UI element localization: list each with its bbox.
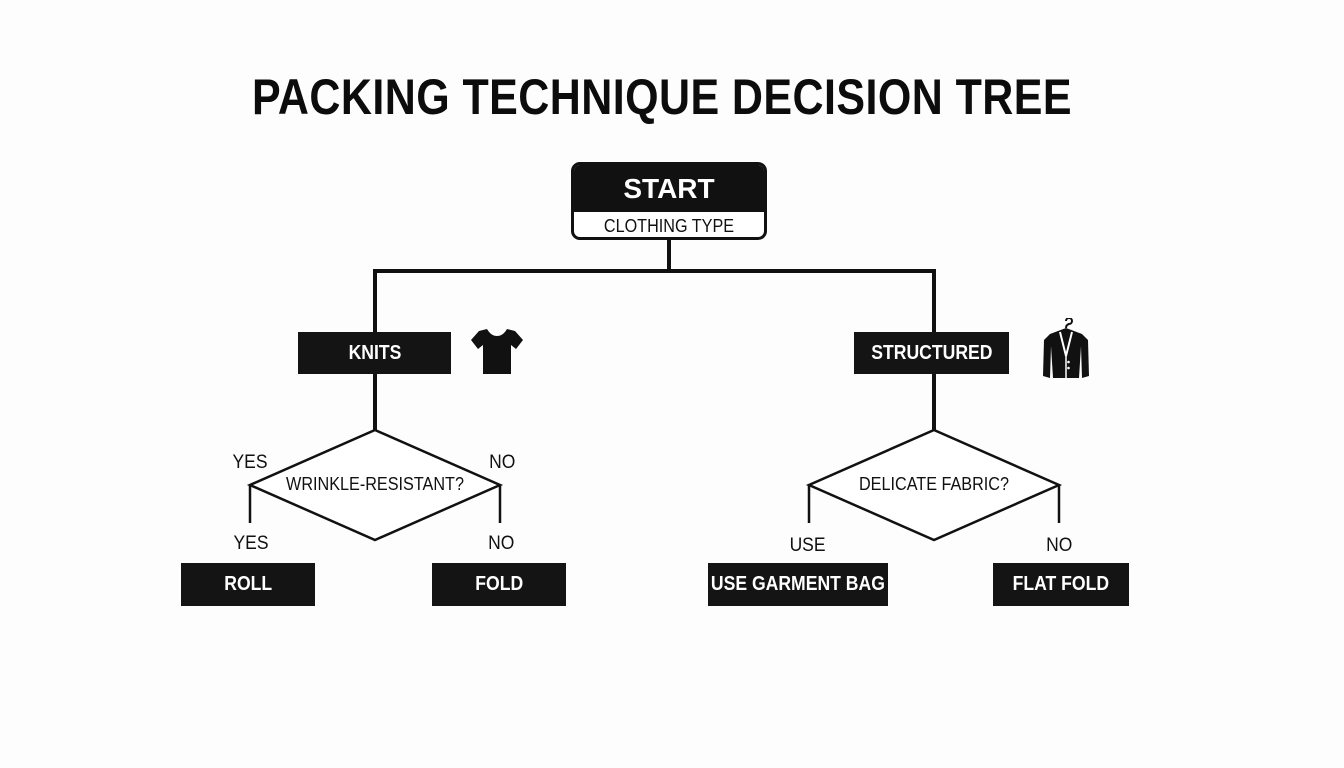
- structured-node: STRUCTURED: [854, 332, 1009, 374]
- start-sublabel: CLOTHING TYPE: [603, 215, 735, 236]
- roll-label: ROLL: [224, 573, 272, 595]
- fold-label: FOLD: [475, 573, 523, 595]
- left-yes-label-top: YES: [232, 452, 268, 473]
- flat-fold-outcome: FLAT FOLD: [993, 563, 1129, 606]
- right-question-diamond: [805, 428, 1063, 542]
- left-question-text: WRINKLE-RESISTANT?: [286, 474, 464, 494]
- knits-label: KNITS: [348, 341, 401, 364]
- fold-outcome: FOLD: [432, 563, 566, 606]
- blazer-on-hanger-icon: [1043, 318, 1089, 378]
- left-no-label: NO: [488, 533, 515, 554]
- flat-fold-label: FLAT FOLD: [1012, 573, 1110, 595]
- left-question-diamond: [246, 428, 504, 542]
- garment-bag-outcome: USE GARMENT BAG: [708, 563, 888, 606]
- structured-label: STRUCTURED: [870, 341, 993, 364]
- left-yes-label: YES: [233, 533, 269, 554]
- start-label: START: [574, 165, 764, 212]
- right-no-label: NO: [1046, 535, 1073, 556]
- right-yes-label: USE: [789, 535, 826, 556]
- garment-bag-label: USE GARMENT BAG: [710, 573, 886, 595]
- left-no-label-top: NO: [489, 452, 516, 473]
- diagram-title: PACKING TECHNIQUE DECISION TREE: [251, 69, 1073, 125]
- knits-node: KNITS: [298, 332, 451, 374]
- start-node: START CLOTHING TYPE: [571, 162, 767, 240]
- t-shirt-icon: [471, 329, 523, 374]
- roll-outcome: ROLL: [181, 563, 315, 606]
- right-question-text: DELICATE FABRIC?: [858, 474, 1010, 494]
